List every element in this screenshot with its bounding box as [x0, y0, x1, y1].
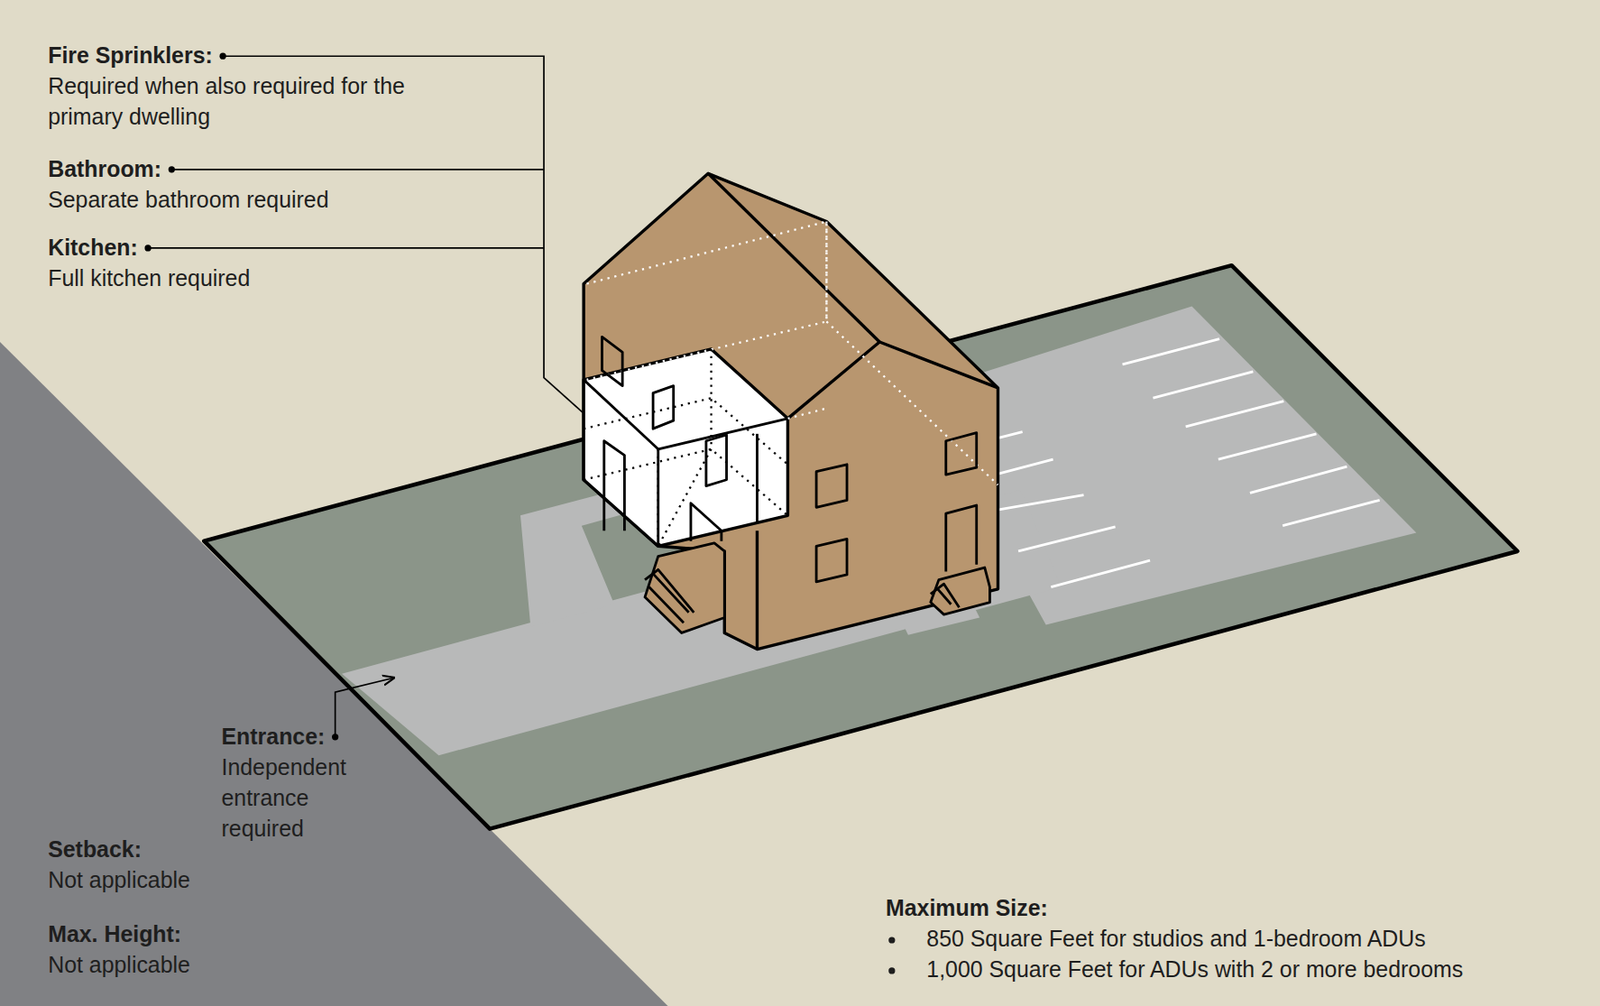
parking-stripes — [994, 339, 1380, 588]
bullet — [888, 936, 895, 974]
callout-heading: Max. Height: — [47, 919, 182, 950]
leader-dot — [144, 244, 151, 251]
leader-dot — [331, 733, 339, 740]
leader-line — [222, 55, 584, 414]
callout-heading: Maximum Size: — [885, 892, 1049, 924]
leader-line — [171, 168, 544, 171]
callout-text: Separate bathroom required — [47, 184, 329, 216]
callout-text: Required when also required for the prim… — [47, 71, 436, 133]
callout-heading: Kitchen: — [47, 232, 138, 264]
callout-heading: Bathroom: — [47, 154, 162, 185]
callout-heading: Entrance: — [221, 721, 326, 753]
callout-heading: Fire Sprinklers: — [47, 40, 213, 72]
house — [583, 173, 998, 649]
callout-text: Independent entrance required — [221, 752, 391, 845]
callout-text: Not applicable — [47, 864, 191, 896]
leader-dot — [168, 165, 175, 173]
callout-text: 850 Square Feet for studios and 1-bedroo… — [926, 923, 1426, 955]
callout-heading: Setback: — [47, 834, 142, 865]
leader-dot — [219, 53, 226, 60]
leader-line — [335, 677, 395, 737]
leader-line — [147, 247, 544, 249]
callout-text: Not applicable — [47, 949, 191, 981]
callout-text: 1,000 Square Feet for ADUs with 2 or mor… — [926, 954, 1463, 985]
callout-text: Full kitchen required — [47, 263, 250, 295]
